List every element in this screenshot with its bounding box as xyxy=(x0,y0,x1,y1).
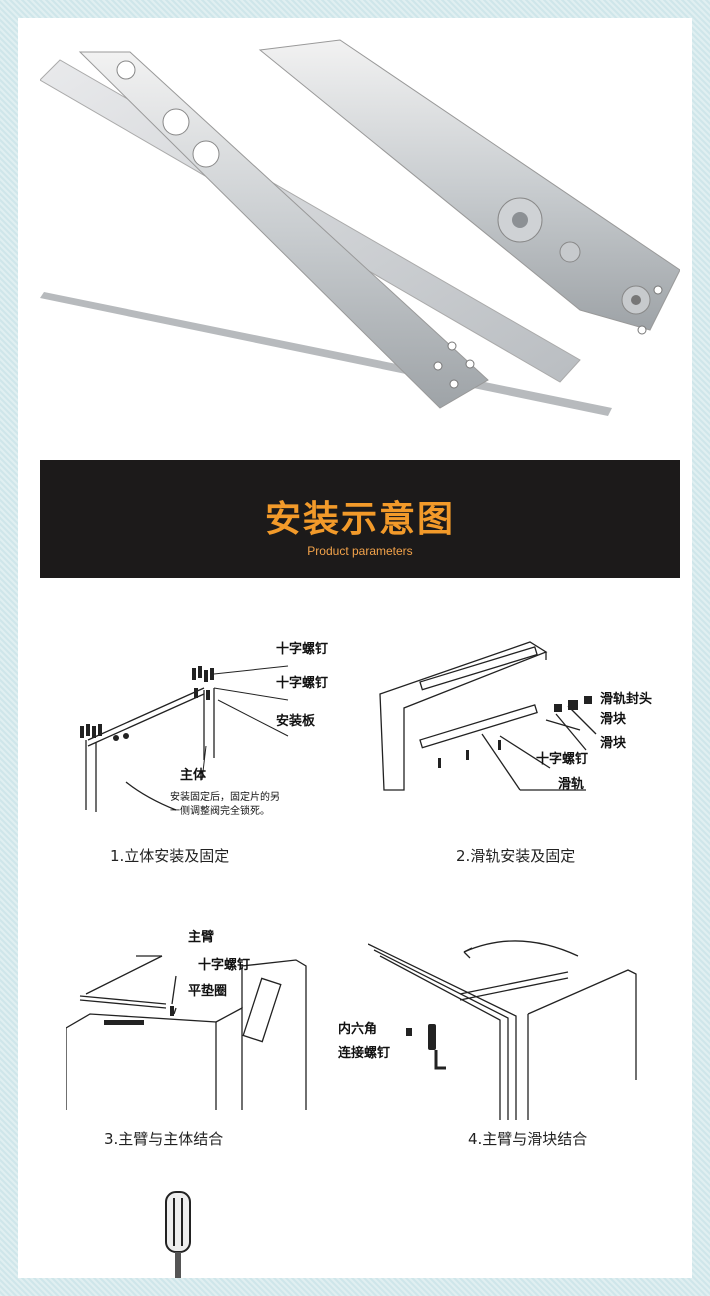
section-banner: 安装示意图 Product parameters xyxy=(40,460,680,578)
step3-label-flat-washer: 平垫圈 xyxy=(188,984,228,999)
step3-diagram xyxy=(66,930,326,1110)
step1-label-mount-plate: 安装板 xyxy=(276,714,316,729)
banner-title: 安装示意图 xyxy=(264,499,455,540)
step1-label-screw-top: 十字螺钉 xyxy=(276,642,329,657)
step2-caption: 2.滑轨安装及固定 xyxy=(456,847,576,865)
step1-note-line1: 安装固定后，固定片的另 xyxy=(170,792,280,803)
screwdriver-illustration xyxy=(158,1188,198,1278)
step3-label-main-arm: 主臂 xyxy=(188,930,215,945)
step1-label-screw-bottom: 十字螺钉 xyxy=(276,676,329,691)
step3-label-cross-screw: 十字螺钉 xyxy=(198,958,251,973)
step1-caption: 1.立体安装及固定 xyxy=(110,847,230,865)
step1-note-line2: 一侧调整阀完全锁死。 xyxy=(170,806,270,817)
banner-subtitle: Product parameters xyxy=(307,544,413,558)
step4-label-hex-line1: 内六角 xyxy=(338,1022,378,1037)
product-detail-page: 安装示意图 Product parameters xyxy=(18,18,692,1278)
step2-label-slider-2: 滑块 xyxy=(600,736,627,751)
step2-label-rail-end-cap: 滑轨封头 xyxy=(600,692,653,707)
step2-diagram xyxy=(370,630,680,810)
step2-label-slider-1: 滑块 xyxy=(600,712,627,727)
step4-label-hex-line2: 连接螺钉 xyxy=(338,1046,391,1061)
step3-caption: 3.主臂与主体结合 xyxy=(104,1130,224,1148)
product-photo-door-closer-arm xyxy=(40,30,680,434)
step1-diagram xyxy=(66,630,366,830)
step4-diagram xyxy=(368,930,648,1120)
step4-caption: 4.主臂与滑块结合 xyxy=(468,1130,588,1148)
step2-label-cross-screw: 十字螺钉 xyxy=(536,752,589,767)
step1-label-main-body: 主体 xyxy=(180,768,207,783)
step2-label-rail: 滑轨 xyxy=(558,777,585,792)
